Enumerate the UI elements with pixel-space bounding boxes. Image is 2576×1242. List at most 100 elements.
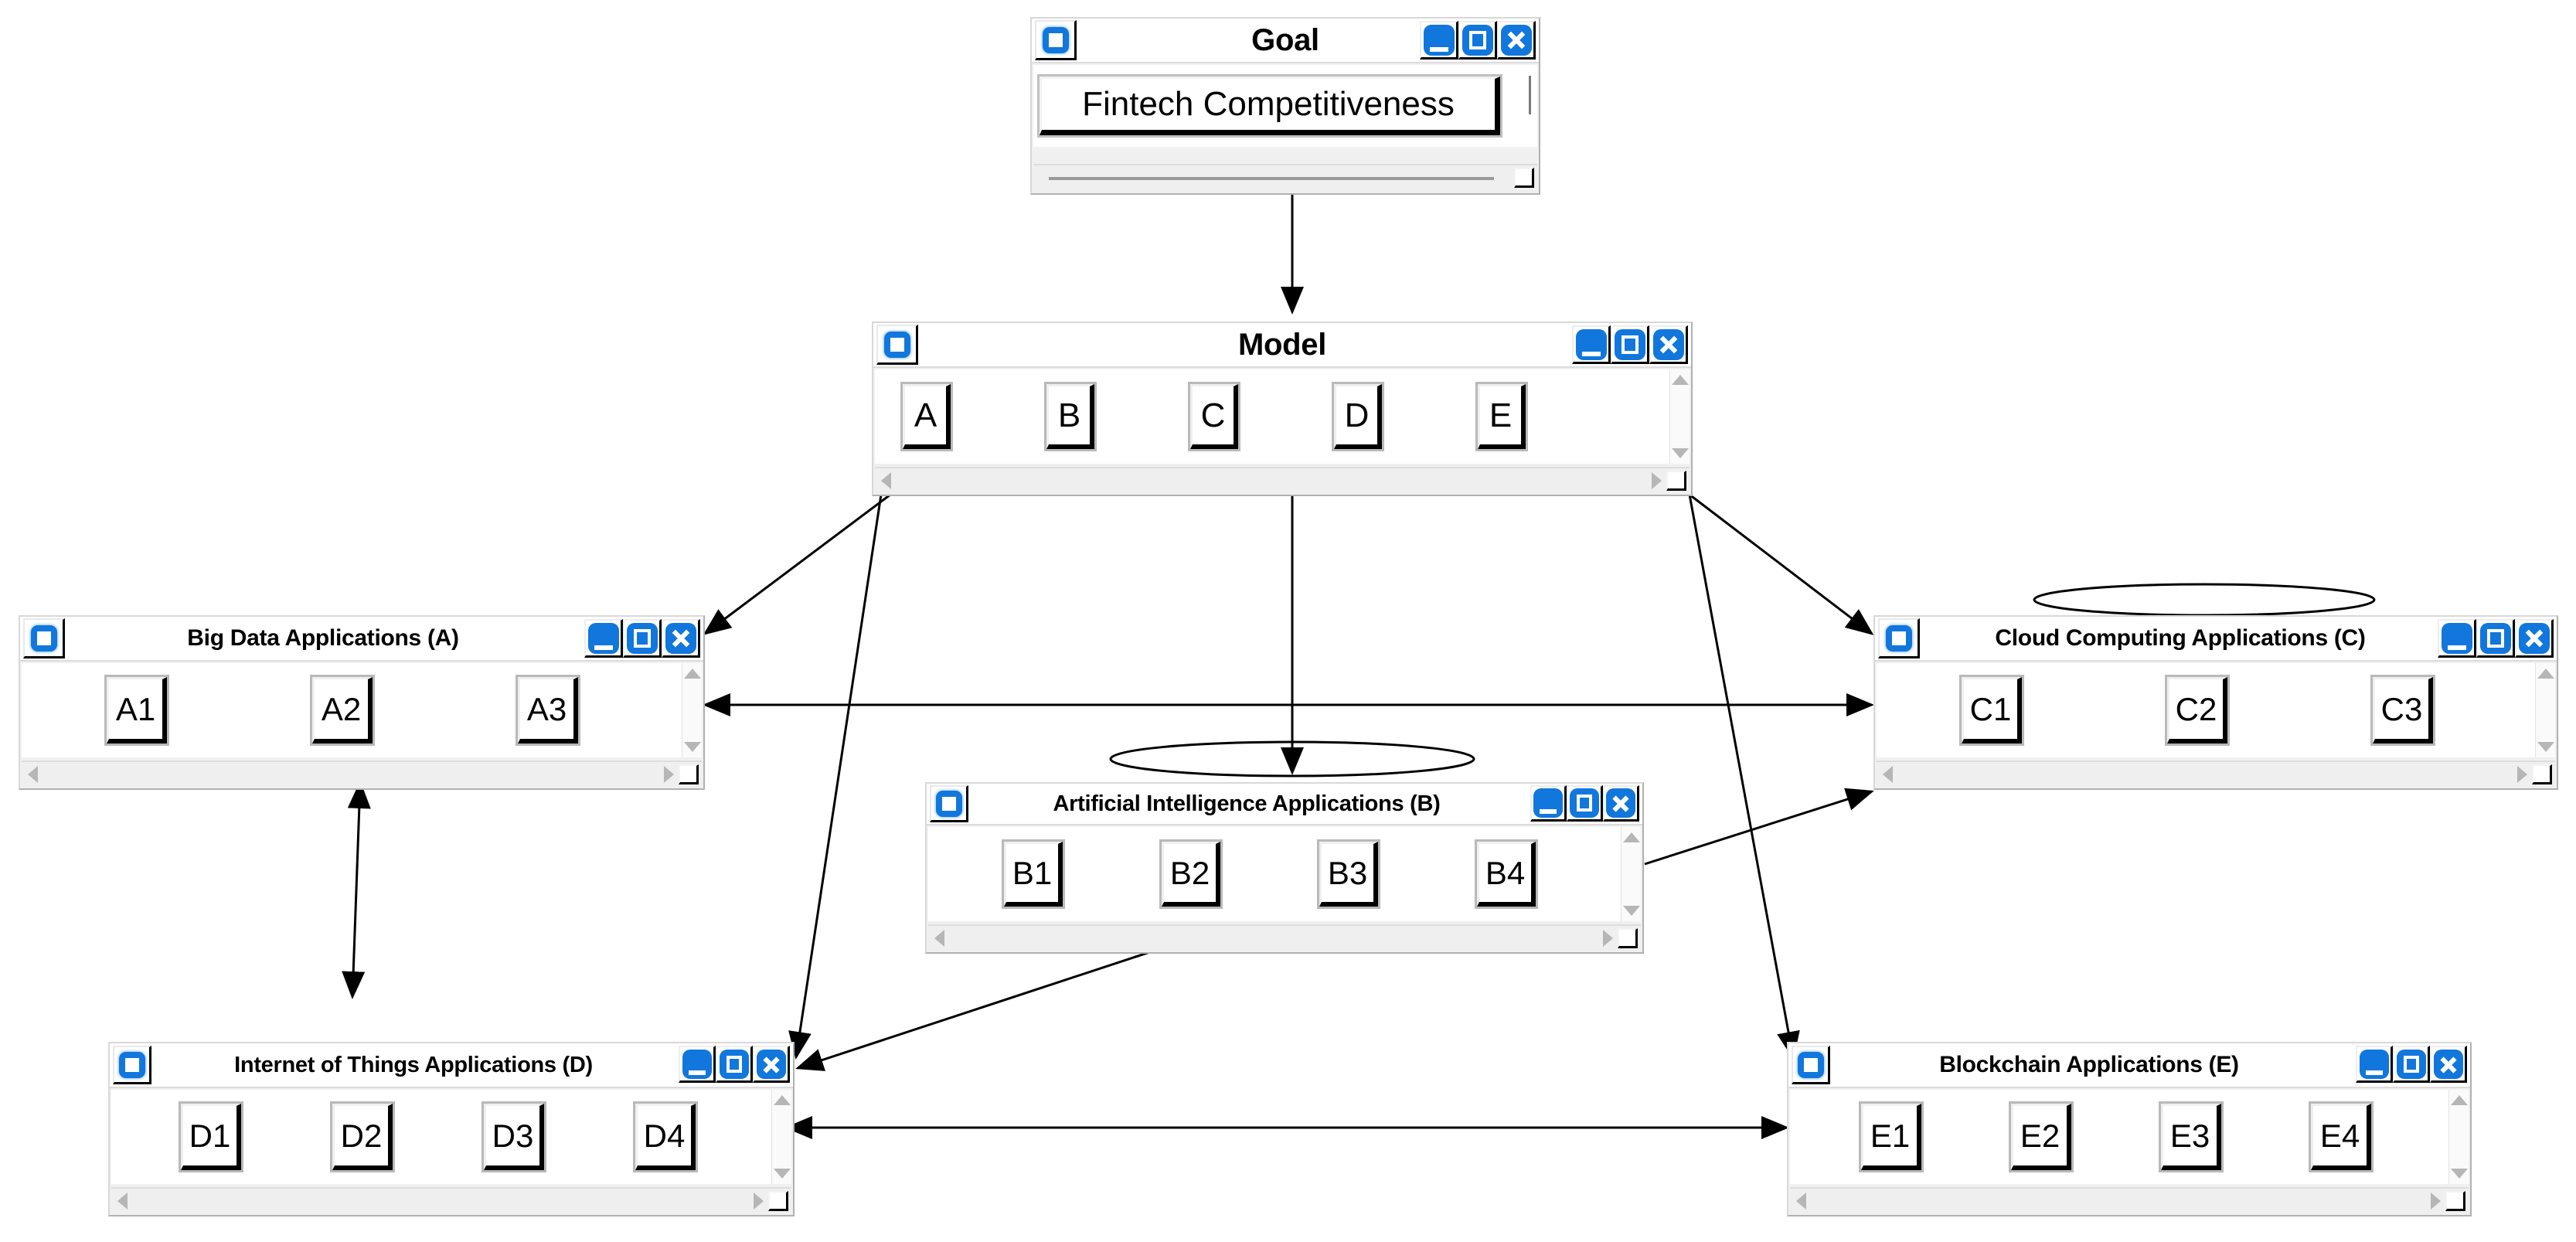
d-node-d1[interactable]: D1 <box>179 1101 243 1172</box>
maximize-icon[interactable] <box>1458 21 1497 60</box>
resize-grip-icon[interactable] <box>1666 471 1686 491</box>
resize-grip-icon[interactable] <box>2532 764 2552 784</box>
close-icon[interactable] <box>753 1046 790 1083</box>
scroll-up-arrow-icon[interactable] <box>1671 375 1689 385</box>
scroll-left-arrow-icon[interactable] <box>881 472 891 489</box>
scroll-right-arrow-icon[interactable] <box>754 1193 764 1210</box>
b-window-controls[interactable] <box>1530 785 1639 822</box>
goal-titlebar[interactable]: Goal <box>1032 19 1539 63</box>
e-titlebar[interactable]: Blockchain Applications (E) <box>1788 1043 2470 1088</box>
window-model[interactable]: Model A B C D E <box>872 322 1693 496</box>
d-hscrollbar[interactable] <box>111 1187 791 1213</box>
b-node-b1[interactable]: B1 <box>1002 839 1065 909</box>
a-node-a3[interactable]: A3 <box>516 675 580 746</box>
d-node-d4[interactable]: D4 <box>633 1101 698 1172</box>
scroll-right-arrow-icon[interactable] <box>2431 1193 2441 1210</box>
minimize-icon[interactable] <box>1572 325 1611 364</box>
a-window-controls[interactable] <box>584 619 700 658</box>
scroll-down-arrow-icon[interactable] <box>2450 1169 2468 1179</box>
close-icon[interactable] <box>1603 785 1639 822</box>
scroll-left-arrow-icon[interactable] <box>1883 766 1893 783</box>
window-blockchain-applications[interactable]: Blockchain Applications (E) E1 E2 E3 E4 <box>1787 1042 2472 1216</box>
d-titlebar[interactable]: Internet of Things Applications (D) <box>110 1043 793 1088</box>
model-hscrollbar[interactable] <box>875 467 1690 493</box>
a-titlebar[interactable]: Big Data Applications (A) <box>20 617 703 662</box>
scroll-up-arrow-icon[interactable] <box>2450 1095 2468 1105</box>
scroll-right-arrow-icon[interactable] <box>664 766 674 783</box>
window-goal[interactable]: Goal Fintech Competitiveness <box>1030 17 1540 195</box>
model-vscrollbar[interactable] <box>1669 369 1690 464</box>
a-node-a2[interactable]: A2 <box>310 675 375 746</box>
model-node-c[interactable]: C <box>1188 382 1240 451</box>
c-titlebar[interactable]: Cloud Computing Applications (C) <box>1875 617 2557 662</box>
d-window-controls[interactable] <box>679 1046 790 1083</box>
scroll-down-arrow-icon[interactable] <box>683 742 701 752</box>
scroll-left-arrow-icon[interactable] <box>934 930 944 947</box>
scroll-down-arrow-icon[interactable] <box>773 1169 791 1179</box>
maximize-icon[interactable] <box>1567 785 1603 822</box>
maximize-icon[interactable] <box>2476 619 2515 658</box>
c-node-c1[interactable]: C1 <box>1959 675 2024 746</box>
b-node-b4[interactable]: B4 <box>1475 839 1538 909</box>
e-hscrollbar[interactable] <box>1790 1187 2469 1213</box>
model-node-b[interactable]: B <box>1044 382 1097 451</box>
goal-window-controls[interactable] <box>1420 21 1536 60</box>
resize-grip-icon[interactable] <box>1514 168 1534 188</box>
close-icon[interactable] <box>1649 325 1688 364</box>
b-node-b3[interactable]: B3 <box>1317 839 1380 909</box>
model-window-controls[interactable] <box>1572 325 1688 364</box>
e-node-e2[interactable]: E2 <box>2009 1101 2074 1172</box>
d-vscrollbar[interactable] <box>771 1090 791 1184</box>
b-titlebar[interactable]: Artificial Intelligence Applications (B) <box>927 784 1642 825</box>
c-node-c2[interactable]: C2 <box>2165 675 2230 746</box>
minimize-icon[interactable] <box>679 1046 716 1083</box>
scroll-up-arrow-icon[interactable] <box>2537 669 2554 679</box>
model-node-d[interactable]: D <box>1332 382 1384 451</box>
close-icon[interactable] <box>2515 619 2554 658</box>
close-icon[interactable] <box>2430 1046 2467 1083</box>
close-icon[interactable] <box>1497 21 1536 60</box>
goal-value-field[interactable]: Fintech Competitiveness <box>1037 74 1502 138</box>
maximize-icon[interactable] <box>716 1046 753 1083</box>
scroll-right-arrow-icon[interactable] <box>1603 930 1613 947</box>
scroll-up-arrow-icon[interactable] <box>683 669 701 679</box>
b-hscrollbar[interactable] <box>928 924 1641 951</box>
c-hscrollbar[interactable] <box>1877 761 2555 787</box>
b-vscrollbar[interactable] <box>1621 827 1641 921</box>
d-node-d3[interactable]: D3 <box>482 1101 546 1172</box>
scroll-right-arrow-icon[interactable] <box>2517 766 2527 783</box>
goal-hscroll-track[interactable] <box>1049 177 1494 180</box>
scroll-left-arrow-icon[interactable] <box>1796 1193 1806 1210</box>
scroll-down-arrow-icon[interactable] <box>2537 742 2554 752</box>
c-vscrollbar[interactable] <box>2535 663 2555 757</box>
maximize-icon[interactable] <box>623 619 662 658</box>
resize-grip-icon[interactable] <box>768 1191 788 1211</box>
window-big-data-applications[interactable]: Big Data Applications (A) A1 A2 A3 <box>19 615 705 790</box>
close-icon[interactable] <box>662 619 700 658</box>
minimize-icon[interactable] <box>584 619 623 658</box>
e-window-controls[interactable] <box>2356 1046 2467 1083</box>
e-vscrollbar[interactable] <box>2448 1090 2469 1184</box>
minimize-icon[interactable] <box>2356 1046 2393 1083</box>
c-node-c3[interactable]: C3 <box>2370 675 2435 746</box>
scroll-up-arrow-icon[interactable] <box>773 1095 791 1105</box>
resize-grip-icon[interactable] <box>2445 1191 2465 1211</box>
d-node-d2[interactable]: D2 <box>330 1101 395 1172</box>
maximize-icon[interactable] <box>1611 325 1649 364</box>
minimize-icon[interactable] <box>2438 619 2476 658</box>
minimize-icon[interactable] <box>1420 21 1458 60</box>
scroll-up-arrow-icon[interactable] <box>1622 832 1640 842</box>
resize-grip-icon[interactable] <box>679 764 699 784</box>
scroll-down-arrow-icon[interactable] <box>1622 906 1640 916</box>
e-node-e4[interactable]: E4 <box>2309 1101 2374 1172</box>
c-window-controls[interactable] <box>2438 619 2554 658</box>
model-node-e[interactable]: E <box>1475 382 1528 451</box>
a-node-a1[interactable]: A1 <box>104 675 169 746</box>
minimize-icon[interactable] <box>1530 785 1567 822</box>
scroll-left-arrow-icon[interactable] <box>28 766 38 783</box>
model-titlebar[interactable]: Model <box>873 323 1691 368</box>
maximize-icon[interactable] <box>2393 1046 2430 1083</box>
a-hscrollbar[interactable] <box>22 761 702 787</box>
scroll-right-arrow-icon[interactable] <box>1652 472 1662 489</box>
window-cloud-computing-applications[interactable]: Cloud Computing Applications (C) C1 C2 C… <box>1873 615 2558 790</box>
